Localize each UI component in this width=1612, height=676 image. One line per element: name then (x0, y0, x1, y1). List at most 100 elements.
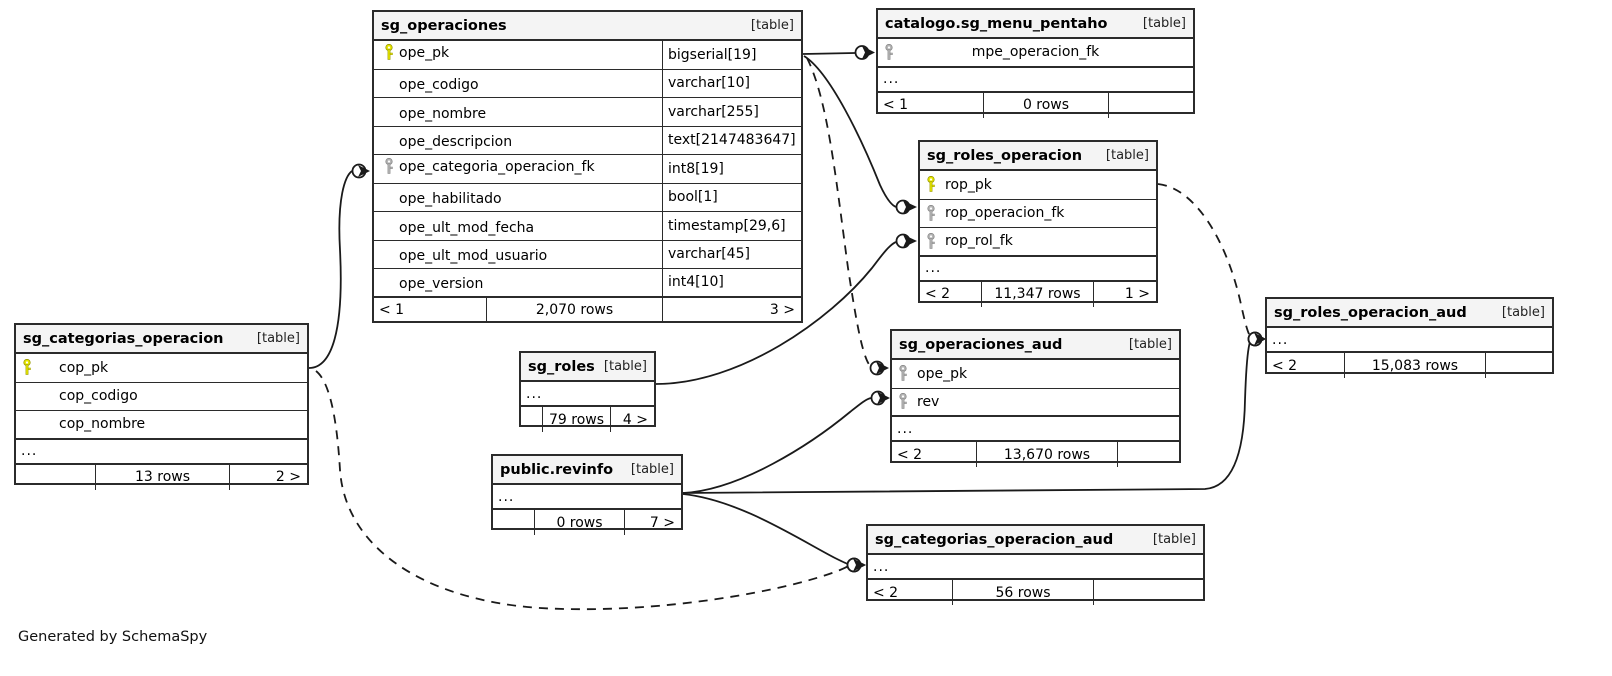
columns-ellipsis: ... (1267, 328, 1552, 353)
columns-ellipsis: ... (521, 382, 654, 407)
column-type: timestamp[29,6] (662, 212, 801, 240)
column-type: bigserial[19] (662, 41, 801, 69)
table-title: sg_roles [table] (521, 353, 654, 382)
table-tag: [table] (1152, 532, 1196, 547)
table-row[interactable]: ope_nombre varchar[255] (374, 98, 801, 127)
footer-parents (16, 464, 96, 490)
column-name: mpe_operacion_fk (971, 44, 1100, 61)
rel-revinfo-to-categorias-operacion-aud (682, 493, 866, 573)
columns-ellipsis: ... (920, 257, 1156, 282)
column-type: varchar[10] (662, 69, 801, 97)
table-catalogo-sg_menu_pentaho[interactable]: catalogo.sg_menu_pentaho [table] mpe_ope… (876, 8, 1195, 118)
column-name: cop_pk (59, 359, 109, 376)
footer-children: 2 > (275, 469, 301, 485)
footer-rows: 56 rows (953, 580, 1094, 605)
table-row[interactable]: rop_rol_fk (920, 228, 1156, 257)
table-footer: < 2 15,083 rows (1267, 353, 1552, 378)
column-name: rop_pk (945, 176, 992, 193)
table-row[interactable]: ope_habilitado bool[1] (374, 183, 801, 212)
footer-rows: 15,083 rows (1345, 353, 1486, 378)
footer-children (1109, 93, 1193, 118)
table-row[interactable]: ope_categoria_operacion_fk int8[19] (374, 155, 801, 184)
key-icon-foreign (878, 43, 899, 61)
column-name: ope_version (399, 276, 484, 293)
columns-ellipsis: ... (868, 555, 1203, 580)
table-row[interactable]: ope_pk bigserial[19] (374, 41, 801, 70)
table-sg_roles_operacion[interactable]: sg_roles_operacion [table] rop_pk rop_op… (918, 140, 1158, 307)
footer-rows: 2,070 rows (487, 297, 663, 323)
column-cell: ope_nombre (374, 102, 662, 122)
table-row[interactable]: mpe_operacion_fk (878, 39, 1193, 68)
table-title: sg_roles_operacion_aud [table] (1267, 299, 1552, 328)
table-row[interactable]: ope_ult_mod_fecha timestamp[29,6] (374, 212, 801, 241)
table-row[interactable]: cop_codigo (16, 383, 307, 411)
column-cell: ope_categoria_operacion_fk (374, 158, 662, 179)
table-row[interactable]: rop_pk (920, 171, 1156, 200)
rel-revinfo-to-operaciones-aud (682, 390, 890, 494)
table-sg_roles[interactable]: sg_roles [table] ... 79 rows 4 > (519, 351, 656, 432)
column-name: ope_nombre (399, 105, 487, 122)
table-name: sg_operaciones_aud (899, 336, 1063, 353)
footer-children: 1 > (1124, 286, 1150, 302)
table-sg_operaciones_aud[interactable]: sg_operaciones_aud [table] ope_pk rev ..… (890, 329, 1181, 467)
table-name: sg_roles_operacion_aud (1274, 304, 1467, 321)
table-tag: [table] (256, 331, 300, 346)
key-icon-primary (920, 176, 941, 193)
key-icon-foreign (378, 158, 399, 175)
footer-children: 7 > (649, 514, 675, 531)
table-row[interactable]: ope_descripcion text[2147483647] (374, 126, 801, 155)
footer-children: 3 > (769, 302, 795, 318)
table-tag: [table] (750, 18, 794, 33)
table-title: public.revinfo [table] (493, 456, 681, 485)
footer-parents: < 2 (1267, 353, 1345, 378)
rel-roles-operacion-to-aud (1157, 183, 1266, 347)
table-tag: [table] (603, 359, 647, 374)
table-title: sg_operaciones [table] (374, 12, 801, 41)
table-name: sg_roles (528, 358, 595, 375)
key-icon-foreign (892, 393, 913, 410)
table-sg_categorias_operacion[interactable]: sg_categorias_operacion [table] cop_pk c… (14, 323, 309, 490)
table-row[interactable]: ope_ult_mod_usuario varchar[45] (374, 240, 801, 269)
columns-ellipsis: ... (16, 440, 307, 465)
table-row[interactable]: cop_nombre (16, 411, 307, 440)
column-name: ope_categoria_operacion_fk (399, 158, 595, 175)
table-sg_operaciones[interactable]: sg_operaciones [table] ope_pk bigserial[… (372, 10, 803, 323)
footer-rows: 13 rows (96, 464, 230, 490)
column-name: rop_operacion_fk (945, 205, 1065, 222)
table-footer: < 1 2,070 rows 3 > (374, 297, 801, 323)
column-name: cop_codigo (59, 388, 138, 405)
table-name: sg_operaciones (381, 17, 507, 34)
table-row[interactable]: ope_codigo varchar[10] (374, 69, 801, 98)
generated-by-credit: Generated by SchemaSpy (18, 629, 208, 645)
columns-ellipsis: ... (493, 485, 681, 510)
table-row[interactable]: cop_pk (16, 354, 307, 383)
table-sg_categorias_operacion_aud[interactable]: sg_categorias_operacion_aud [table] ... … (866, 524, 1205, 605)
footer-parents: < 2 (892, 442, 977, 467)
table-footer: 13 rows 2 > (16, 464, 307, 490)
table-title: sg_roles_operacion [table] (920, 142, 1156, 171)
footer-children: 4 > (622, 411, 648, 428)
column-type: varchar[255] (662, 98, 801, 126)
table-sg_roles_operacion_aud[interactable]: sg_roles_operacion_aud [table] ... < 2 1… (1265, 297, 1554, 378)
table-row[interactable]: rev (892, 389, 1179, 417)
table-tag: [table] (1105, 148, 1149, 163)
table-public-revinfo[interactable]: public.revinfo [table] ... 0 rows 7 > (491, 454, 683, 535)
table-footer: < 2 13,670 rows (892, 442, 1179, 467)
column-cell: ope_habilitado (374, 187, 662, 207)
footer-rows: 11,347 rows (982, 281, 1094, 307)
table-row[interactable]: rop_operacion_fk (920, 200, 1156, 228)
table-name: sg_roles_operacion (927, 147, 1083, 164)
column-cell: ope_pk (374, 44, 662, 65)
table-row[interactable]: ope_pk (892, 360, 1179, 389)
column-name: ope_pk (399, 44, 450, 61)
table-tag: [table] (1128, 337, 1172, 352)
column-cell: ope_ult_mod_fecha (374, 216, 662, 236)
footer-parents (521, 407, 543, 432)
column-name: ope_habilitado (399, 191, 502, 208)
column-type: int8[19] (662, 155, 801, 183)
table-footer: 79 rows 4 > (521, 407, 654, 432)
column-cell: ope_codigo (374, 73, 662, 93)
table-footer: 0 rows 7 > (493, 510, 681, 535)
column-name: ope_ult_mod_fecha (399, 219, 535, 236)
table-row[interactable]: ope_version int4[10] (374, 269, 801, 298)
